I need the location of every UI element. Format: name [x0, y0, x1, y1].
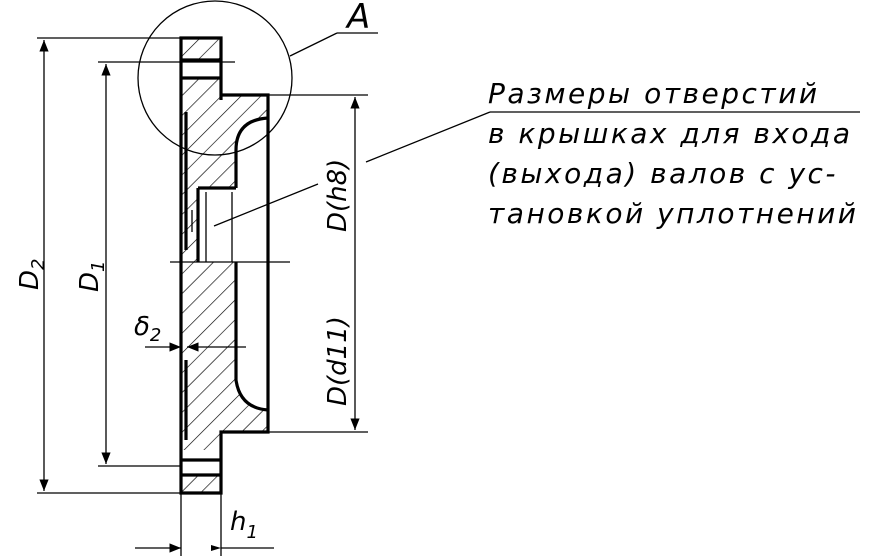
- label-d2: D2: [15, 259, 49, 290]
- section-hatching: [181, 38, 268, 493]
- note-line-3: (выхода) валов с ус-: [488, 157, 838, 190]
- detail-callout: [137, 0, 378, 156]
- dimension-d1: [98, 61, 235, 467]
- label-d-h8: D(h8): [323, 159, 353, 232]
- label-h1: h1: [230, 507, 258, 543]
- label-d1: D1: [75, 261, 109, 292]
- note-line-1: Размеры отверстий: [488, 77, 820, 110]
- callout-letter: A: [345, 0, 370, 37]
- note-text: Размеры отверстий в крышках для входа (в…: [488, 77, 859, 230]
- label-delta2: δ2: [134, 312, 161, 346]
- dimension-d2: [37, 37, 181, 494]
- part-outline: [179, 36, 270, 495]
- label-d-d11: D(d11): [323, 316, 353, 406]
- note-line-2: в крышках для входа: [488, 117, 853, 150]
- dimension-d-shaft: [213, 94, 368, 433]
- note-leader: [365, 111, 860, 163]
- note-line-4: тановкой уплотнений: [488, 197, 859, 230]
- dimension-h1: [135, 493, 274, 556]
